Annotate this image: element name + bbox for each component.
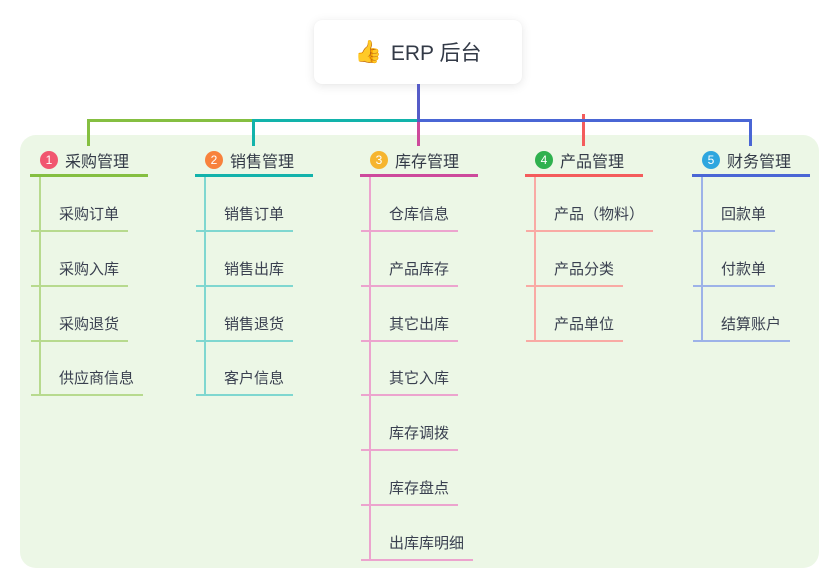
child-node[interactable]: 其它入库 [361, 366, 459, 396]
branch-number-badge: 2 [205, 151, 223, 169]
child-node[interactable]: 产品单位 [526, 312, 624, 342]
child-spine-branch-4 [534, 177, 536, 342]
child-spine-branch-5 [701, 177, 703, 342]
branch-label: 财务管理 [727, 154, 792, 171]
branch-number-badge: 4 [535, 151, 553, 169]
root-stem [416, 84, 420, 122]
branch-node-4[interactable]: 4 产品管理 [525, 146, 643, 177]
child-node[interactable]: 采购退货 [31, 312, 129, 342]
child-node[interactable]: 产品（物料） [526, 202, 654, 232]
child-node[interactable]: 结算账户 [693, 312, 791, 342]
child-node[interactable]: 出库库明细 [361, 531, 474, 561]
branch-node-5[interactable]: 5 财务管理 [692, 146, 810, 177]
connector-h-branch-1 [86, 119, 255, 122]
child-node[interactable]: 销售出库 [196, 257, 294, 287]
child-node[interactable]: 销售退货 [196, 312, 294, 342]
mindmap-canvas [20, 135, 819, 568]
child-node[interactable]: 产品库存 [361, 257, 459, 287]
root-node-label: ERP 后台 [390, 42, 482, 65]
branch-label: 产品管理 [560, 154, 625, 171]
branch-node-3[interactable]: 3 库存管理 [360, 146, 478, 177]
child-node[interactable]: 销售订单 [196, 202, 294, 232]
child-node[interactable]: 采购入库 [31, 257, 129, 287]
child-node[interactable]: 付款单 [693, 257, 776, 287]
connector-v-branch-5 [748, 119, 752, 146]
child-node[interactable]: 其它出库 [361, 312, 459, 342]
child-node[interactable]: 库存调拨 [361, 421, 459, 451]
branch-number-badge: 3 [370, 151, 388, 169]
branch-label: 销售管理 [230, 154, 295, 171]
thumbs-up-icon: 👍 [354, 39, 382, 64]
branch-number-badge: 5 [702, 151, 720, 169]
branch-label: 库存管理 [395, 154, 460, 171]
branch-label: 采购管理 [65, 154, 130, 171]
connector-v-branch-2 [251, 119, 255, 146]
child-node[interactable]: 仓库信息 [361, 202, 459, 232]
child-node[interactable]: 库存盘点 [361, 476, 459, 506]
child-node[interactable]: 采购订单 [31, 202, 129, 232]
connector-v-branch-1 [86, 119, 90, 146]
branch-node-2[interactable]: 2 销售管理 [195, 146, 313, 177]
child-node[interactable]: 供应商信息 [31, 366, 144, 396]
connector-h-branch-2 [251, 119, 420, 122]
connector-v-branch-4 [581, 114, 585, 146]
root-node-erp[interactable]: 👍 ERP 后台 [314, 20, 522, 84]
child-node[interactable]: 客户信息 [196, 366, 294, 396]
branch-node-1[interactable]: 1 采购管理 [30, 146, 148, 177]
child-node[interactable]: 产品分类 [526, 257, 624, 287]
child-spine-branch-3 [369, 177, 371, 561]
branch-number-badge: 1 [40, 151, 58, 169]
connector-v-branch-3 [416, 121, 420, 146]
child-node[interactable]: 回款单 [693, 202, 776, 232]
connector-h-branch-5 [417, 119, 752, 122]
